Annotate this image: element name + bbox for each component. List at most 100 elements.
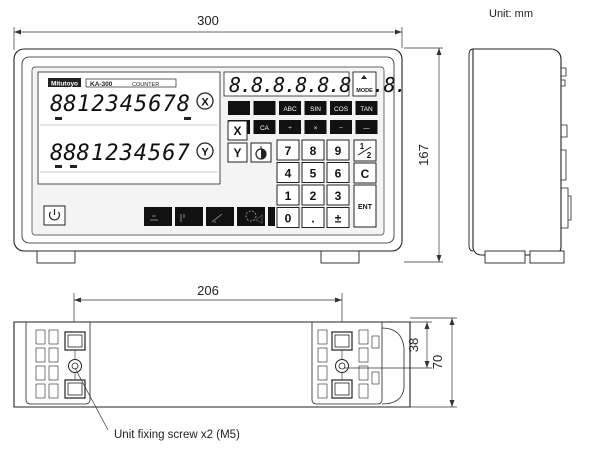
dimension-height-167: 167 — [404, 47, 443, 263]
keypad-key-10[interactable]: 3 — [326, 184, 350, 206]
foot-right — [320, 250, 360, 264]
message-display — [223, 71, 350, 97]
dimension-width-label: 300 — [197, 13, 219, 28]
bottom-func-button-3[interactable] — [206, 207, 234, 226]
connector-3 — [561, 124, 568, 138]
screw-leader-left — [74, 367, 109, 431]
function-row-2: CA ÷ × − — — [228, 120, 378, 134]
center-find-key[interactable] — [250, 142, 272, 163]
function-key-r1-5[interactable]: COS — [330, 101, 352, 115]
dimension-hole-spacing-206: 206 — [73, 283, 343, 340]
keypad-key-1[interactable]: 8 — [301, 139, 325, 161]
screw-note: Unit fixing screw x2 (M5) — [114, 429, 240, 441]
half-key[interactable]: 1 2 — [353, 139, 377, 162]
bottom-func-button-2[interactable] — [175, 207, 203, 226]
power-button[interactable] — [43, 205, 66, 226]
right-fixing-screw — [335, 359, 349, 373]
model-suffix-label: COUNTER — [132, 82, 159, 88]
y-axis-button[interactable]: Y — [196, 142, 214, 160]
keypad-key-4[interactable]: 4 — [276, 162, 300, 183]
x-axis-display: 88 12345678 — [50, 92, 191, 120]
model-label: KA-300 — [90, 81, 113, 88]
function-key-r1-3[interactable]: ABC — [279, 101, 301, 115]
keypad-key-label: 0 — [285, 212, 292, 226]
brand-label: Mitutoyo — [51, 81, 78, 88]
keypad-key-label: 3 — [335, 189, 342, 203]
angle-icon — [211, 213, 223, 223]
x-display-ghost: 88 — [50, 92, 77, 117]
side-view — [468, 48, 572, 264]
function-key-r1-6[interactable]: TAN — [355, 101, 378, 115]
keypad-key-0[interactable]: 7 — [276, 139, 300, 161]
function-key-r1-4[interactable]: SIN — [304, 101, 327, 115]
function-key-r2-6[interactable]: — — [355, 120, 378, 134]
keypad-key-label: 7 — [285, 144, 292, 158]
bottom-func-button-5[interactable] — [268, 207, 275, 226]
function-key-r2-2[interactable]: CA — [253, 120, 276, 134]
clear-key[interactable]: C — [353, 162, 377, 184]
bottom-function-buttons — [144, 207, 275, 226]
function-key-label: ÷ — [288, 125, 292, 132]
keypad-key-label: . — [311, 212, 314, 226]
connector-2 — [561, 79, 566, 87]
function-key-r1-2[interactable] — [253, 101, 276, 115]
y-axis-display: 888 1234567 — [50, 141, 190, 168]
zero-approach-icon — [255, 214, 263, 224]
mode-button[interactable]: MODE — [352, 71, 377, 97]
keypad-key-8[interactable]: 1 — [276, 184, 300, 206]
function-key-label: − — [339, 125, 343, 132]
keypad-key-5[interactable]: 5 — [301, 162, 325, 183]
keypad-key-6[interactable]: 6 — [326, 162, 350, 183]
keypad-key-label: 1 — [285, 189, 292, 203]
enter-key-label: ENT — [358, 204, 373, 211]
dimension-hole-spacing-label: 206 — [197, 283, 219, 298]
function-key-r2-5[interactable]: − — [330, 120, 352, 134]
function-key-r2-4[interactable]: × — [304, 120, 327, 134]
connector-1 — [561, 67, 567, 77]
x-axis-button[interactable]: X — [196, 92, 214, 110]
keypad-key-label: 9 — [335, 144, 342, 158]
right-ribs — [317, 329, 380, 399]
circle-icon — [245, 210, 257, 222]
function-key-label: × — [314, 125, 318, 132]
bottom-view — [13, 321, 411, 431]
dimension-depth-70-label: 70 — [430, 355, 445, 369]
left-ribs — [35, 329, 76, 399]
function-key-r2-3[interactable]: ÷ — [279, 120, 301, 134]
connector-5 — [561, 187, 569, 229]
bottom-func-button-1[interactable] — [144, 207, 172, 226]
left-fixing-screw — [68, 359, 82, 373]
y-select-key[interactable]: Y — [227, 142, 248, 163]
y-select-key-label: Y — [233, 146, 241, 160]
side-foot-rear — [529, 250, 565, 264]
x-axis-button-label: X — [201, 97, 209, 109]
connector-4 — [561, 149, 567, 181]
x-select-key-label: X — [233, 124, 241, 138]
side-foot-front — [484, 250, 526, 264]
keypad-key-9[interactable]: 2 — [301, 184, 325, 206]
keypad-key-12[interactable]: 0 — [276, 207, 300, 228]
dimension-depth-70: 70 — [410, 317, 457, 408]
message-display-value: 8.8.8.8.8.8.8.8. — [229, 73, 406, 97]
keypad-key-13[interactable]: . — [301, 207, 325, 228]
y-axis-button-label: Y — [201, 147, 209, 159]
function-key-label: ABC — [283, 106, 297, 113]
brand-badge — [48, 78, 81, 87]
keypad-key-label: 2 — [310, 189, 317, 203]
keypad-key-14[interactable]: ± — [326, 207, 350, 228]
foot-left — [36, 250, 76, 264]
function-key-label: CA — [260, 125, 270, 132]
dimension-height-label: 167 — [416, 144, 431, 166]
function-key-label: TAN — [360, 106, 373, 113]
power-icon — [48, 211, 61, 221]
keypad-key-2[interactable]: 9 — [326, 139, 350, 161]
keypad-key-label: 5 — [310, 167, 317, 181]
enter-key[interactable]: ENT — [353, 184, 377, 228]
half-key-bottom: 2 — [367, 151, 372, 160]
x-select-key[interactable]: X — [227, 120, 248, 141]
dimension-depth-38-label: 38 — [406, 338, 421, 352]
function-key-r1-1[interactable] — [228, 101, 250, 115]
